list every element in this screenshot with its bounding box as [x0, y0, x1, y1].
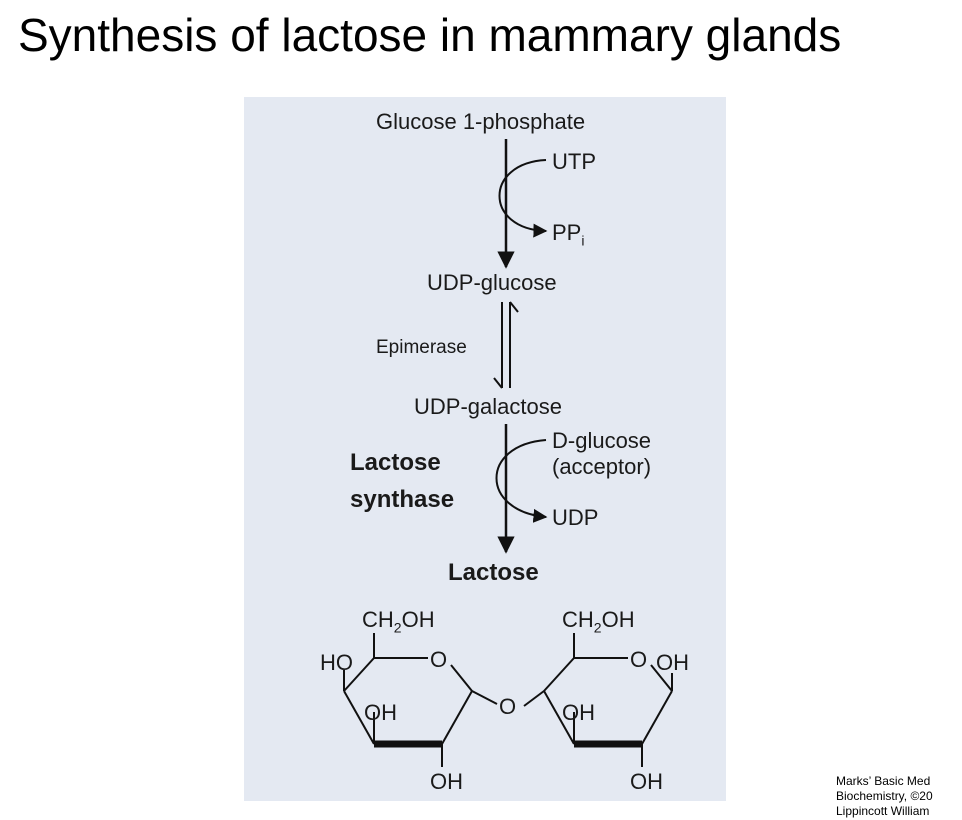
- anomeric-oh-label: OH: [656, 650, 689, 675]
- d-glucose-label: D-glucose: [552, 428, 652, 453]
- udp-glucose-label: UDP-glucose: [427, 270, 557, 295]
- ring-oxygen-left: O: [430, 647, 448, 672]
- lactose-pathway-figure: Glucose 1-phosphate UTP PPi UDP-glucose …: [244, 97, 726, 801]
- ch2oh-right-label: CH2OH: [562, 607, 635, 636]
- credit-line-3: Lippincott William: [836, 804, 930, 818]
- ppi-label: PPi: [552, 220, 585, 249]
- right-ring-oh-label: OH: [562, 700, 595, 725]
- credit-line-1: Marks’ Basic Med: [836, 774, 931, 788]
- source-credit: Marks’ Basic Med Biochemistry, ©20 Lippi…: [836, 774, 962, 820]
- left-ring-oh-label: OH: [364, 700, 397, 725]
- left-bottom-oh-label: OH: [430, 769, 463, 794]
- pathway-arrows: [343, 139, 673, 767]
- dglucose-udp-curved-arrow: [495, 439, 548, 523]
- utp-ppi-curved-arrow: [498, 159, 548, 238]
- epimerase-label: Epimerase: [376, 337, 467, 358]
- lactose-label: Lactose: [448, 559, 539, 586]
- glycosidic-oxygen-label: O: [499, 694, 517, 719]
- lactose-synthase-label-line1: Lactose: [350, 449, 441, 476]
- udp-label: UDP: [552, 505, 599, 530]
- glucose-1-phosphate-label: Glucose 1-phosphate: [376, 109, 586, 134]
- lactose-synthase-label-line2: synthase: [350, 486, 455, 513]
- acceptor-label: (acceptor): [552, 454, 652, 479]
- udp-galactose-label: UDP-galactose: [414, 394, 562, 419]
- right-bottom-oh-label: OH: [630, 769, 663, 794]
- ring-oxygen-right: O: [630, 647, 648, 672]
- utp-label: UTP: [552, 149, 596, 174]
- slide-title: Synthesis of lactose in mammary glands: [18, 9, 842, 61]
- ho-left-label: HO: [320, 650, 353, 675]
- credit-line-2: Biochemistry, ©20: [836, 789, 933, 803]
- ch2oh-left-label: CH2OH: [362, 607, 435, 636]
- lactose-structure: [343, 633, 673, 767]
